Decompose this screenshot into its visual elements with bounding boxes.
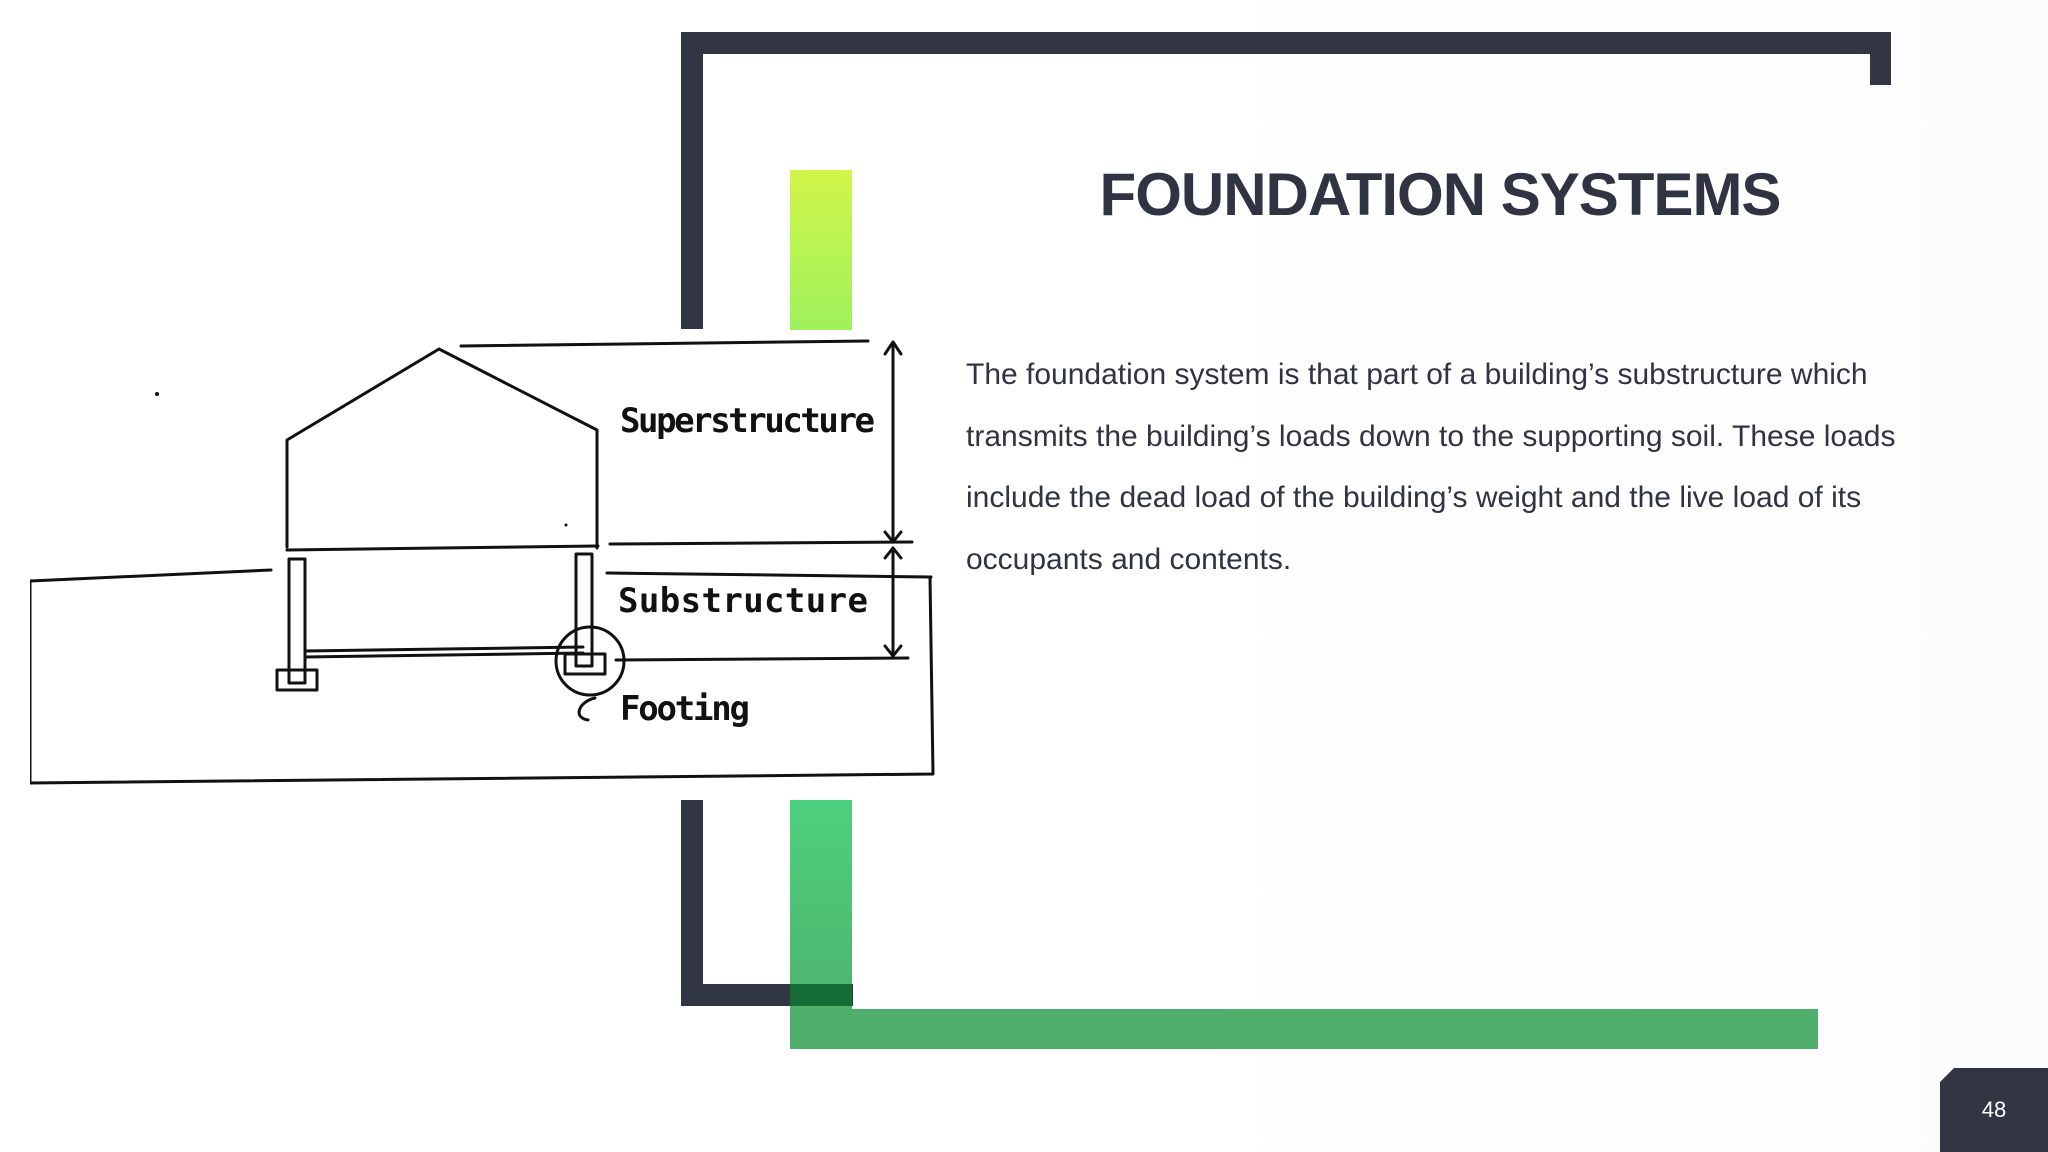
frame-left-lower-bar [681, 789, 703, 1006]
frame-left-upper-bar [681, 32, 703, 329]
label-footing: Footing [620, 689, 750, 729]
label-superstructure: Superstructure [620, 401, 875, 441]
foundation-diagram: Superstructure Substructure Footing [30, 330, 950, 800]
frame-right-stub [1870, 32, 1891, 85]
accent-green-bar [790, 1009, 1818, 1049]
foundation-sketch: Superstructure Substructure Footing [30, 339, 935, 785]
page-number-badge: 48 [1940, 1068, 2048, 1152]
label-substructure: Substructure [618, 581, 868, 621]
slide-title: FOUNDATION SYSTEMS [1099, 161, 1782, 228]
slide-body-text: The foundation system is that part of a … [966, 358, 1896, 576]
ground-box [30, 575, 935, 785]
accent-overlap-block [790, 984, 852, 1006]
frame-top-bar [681, 32, 1891, 54]
accent-lime-block [790, 170, 852, 330]
ground-line [30, 568, 273, 583]
house-outline [285, 347, 599, 550]
page-number: 48 [1981, 1097, 2007, 1122]
